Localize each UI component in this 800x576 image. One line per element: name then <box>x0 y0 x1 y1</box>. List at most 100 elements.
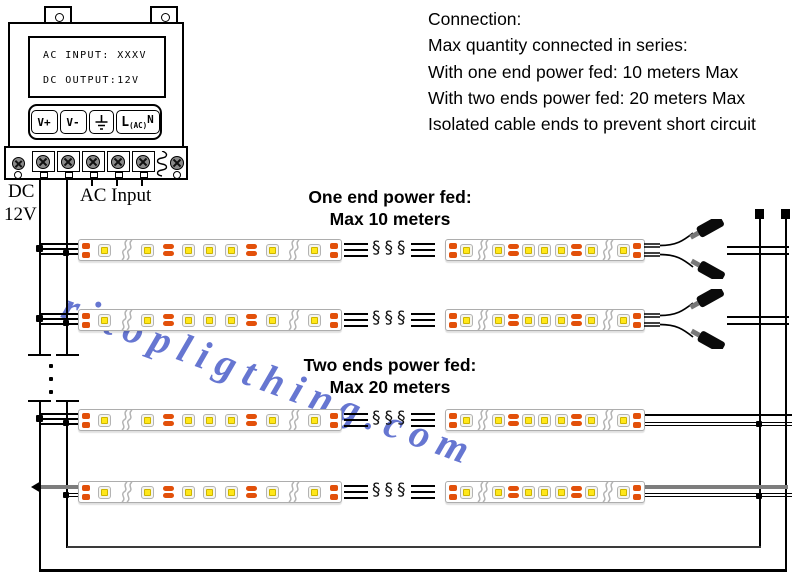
terminal-flange <box>4 146 188 180</box>
led-chip <box>203 313 217 327</box>
screw-icon <box>12 157 25 170</box>
solder-pads <box>632 312 641 328</box>
connector-wire <box>411 425 435 427</box>
led-chip <box>98 243 112 257</box>
led-chip <box>265 243 279 257</box>
segment-cut-icon <box>121 482 133 502</box>
ac-stub <box>115 178 118 186</box>
ac-input-label: AC Input <box>80 185 152 206</box>
led-chip <box>616 485 630 499</box>
led-chip <box>492 243 506 257</box>
insulated-cap-ends-icon <box>644 219 725 279</box>
led-chip <box>522 413 536 427</box>
screw-icon <box>36 154 50 169</box>
wire-break-bar <box>56 354 79 357</box>
resistor <box>570 414 582 426</box>
connection-notes: Connection: Max quantity connected in se… <box>428 6 756 137</box>
psu-ac-input-text: AC INPUT: XXXV <box>43 50 147 61</box>
vplus-label: V+ <box>37 115 51 129</box>
terminal-label-strip: V+ V- L(AC)N <box>28 104 162 140</box>
section-heading-two-ends: Two ends power fed: Max 20 meters <box>250 354 530 398</box>
led-chip <box>584 313 598 327</box>
segment-cut-icon <box>602 310 614 330</box>
resistor <box>570 486 582 498</box>
led-chip <box>182 485 196 499</box>
led-chip <box>460 485 474 499</box>
solder-pads <box>82 312 90 328</box>
led-chip <box>616 243 630 257</box>
psu-rating-plate: AC INPUT: XXXV DC OUTPUT:12V <box>28 36 166 98</box>
junction-dot <box>49 390 53 394</box>
terminal <box>32 151 55 172</box>
led-chip <box>584 243 598 257</box>
notes-line: With two ends power fed: 20 meters Max <box>428 87 746 108</box>
notes-line: Max quantity connected in series: <box>428 35 688 56</box>
connector-wire <box>344 319 368 321</box>
feed-wire-thick <box>645 485 788 489</box>
connector-wire <box>411 419 435 421</box>
wire-clamp-tab <box>40 172 48 178</box>
led-strip-segment <box>445 481 645 503</box>
screw-icon <box>170 156 184 170</box>
connector-wire <box>411 325 435 327</box>
feed-wire <box>40 423 80 425</box>
connector-wire <box>411 313 435 315</box>
connector-wire <box>344 249 368 251</box>
resistor <box>570 314 582 326</box>
screw-icon <box>61 154 75 169</box>
feed-wire <box>40 418 80 420</box>
led-chip <box>584 485 598 499</box>
dc-bus-negative <box>66 176 68 356</box>
terminal-label-vminus: V- <box>59 110 87 134</box>
led-chip <box>616 413 630 427</box>
resistor <box>508 244 520 256</box>
junction-dot <box>36 245 43 252</box>
continuation-marks: §§§ <box>372 480 410 500</box>
feed-wire <box>40 413 80 415</box>
section-subtitle: Max 10 meters <box>329 209 451 229</box>
wire-clamp-tab <box>90 172 98 178</box>
led-chip <box>265 313 279 327</box>
led-chip <box>203 243 217 257</box>
terminal <box>82 151 105 172</box>
connector-wire <box>411 243 435 245</box>
mounting-hole-icon <box>14 171 22 179</box>
bottom-return-inner <box>67 546 761 549</box>
led-chip <box>554 485 568 499</box>
led-chip <box>538 313 552 327</box>
feed-wire-thick <box>40 485 80 489</box>
led-chip <box>554 313 568 327</box>
solder-pads <box>329 242 338 258</box>
earth-ground-icon <box>95 115 107 130</box>
continuation-marks: §§§ <box>372 308 410 328</box>
terminal-label-lacn: L(AC)N <box>115 110 160 134</box>
junction-dot <box>63 492 69 498</box>
led-chip <box>492 413 506 427</box>
wire-clamp-tab <box>115 172 123 178</box>
led-chip <box>554 243 568 257</box>
led-chip <box>538 413 552 427</box>
bus-end-cap <box>781 209 790 219</box>
junction-dot <box>49 364 53 368</box>
led-chip <box>224 485 238 499</box>
n-label: N <box>147 112 154 126</box>
resistor <box>246 414 258 426</box>
bus-tap <box>727 246 789 248</box>
connector-wire <box>411 413 435 415</box>
bus-end-cap <box>755 209 764 219</box>
l-label: L <box>121 114 130 130</box>
feed-wire <box>40 323 80 325</box>
solder-pads <box>632 484 641 500</box>
dc-label: DC <box>8 181 35 202</box>
led-strip-segment <box>445 239 645 261</box>
junction-dot <box>756 421 762 427</box>
led-chip <box>522 243 536 257</box>
connector-wire <box>344 497 368 499</box>
led-chip <box>203 413 217 427</box>
wire-clamp-tab <box>140 172 148 178</box>
led-chip <box>522 485 536 499</box>
solder-pads <box>329 312 338 328</box>
bus-tap <box>727 253 789 255</box>
